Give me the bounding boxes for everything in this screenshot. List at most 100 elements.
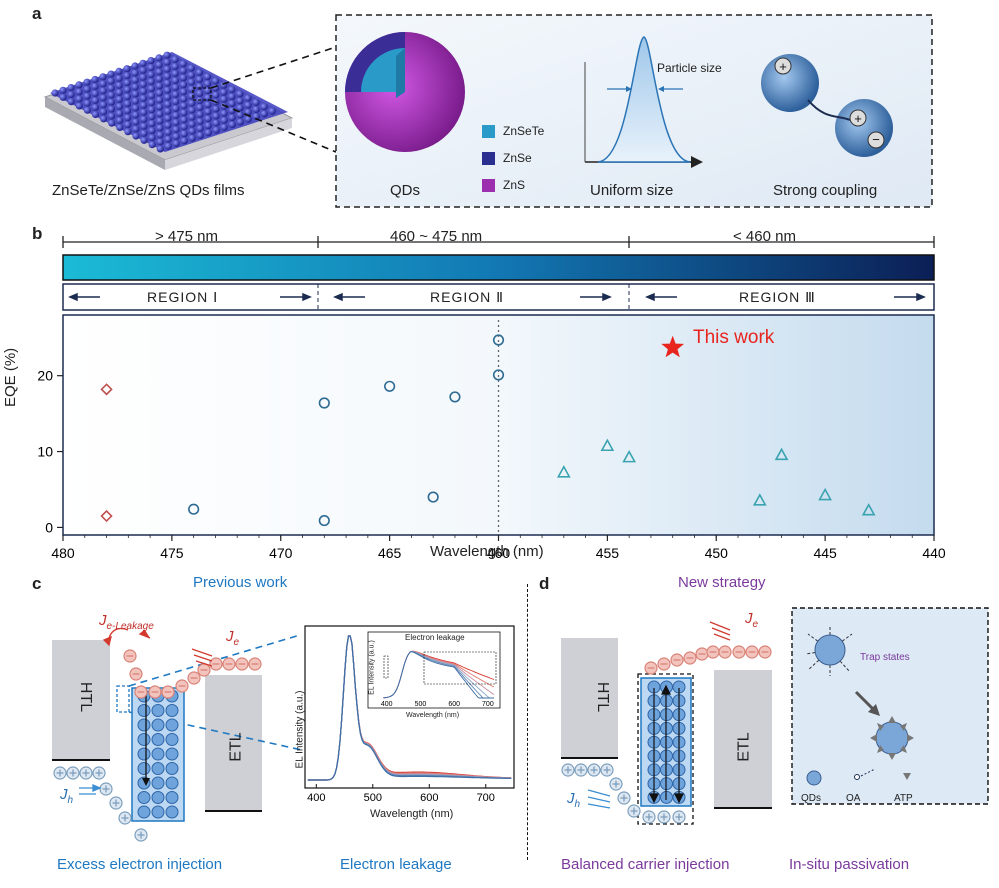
legend-label-znsete: ZnSeTe	[503, 124, 545, 138]
qd-particle	[165, 805, 179, 819]
strong-coupling-icon: + + −	[761, 54, 893, 157]
inset-x-tick-label: 400	[307, 792, 325, 804]
this-work-label: This work	[693, 327, 775, 348]
jh-label-c: Jh	[60, 786, 74, 806]
caption-in-situ-passivation: In-situ passivation	[789, 856, 910, 873]
panel-b-label: b	[32, 224, 43, 243]
qd-particle	[165, 791, 179, 804]
trap-states-label: Trap states	[860, 652, 910, 663]
panel-divider	[527, 584, 528, 860]
data-point-triangle	[752, 493, 767, 506]
je-leakage-label: Je-Leakage	[99, 612, 154, 632]
htl-layer-c	[52, 640, 110, 760]
qd-particle	[165, 718, 179, 732]
data-point-circle	[188, 503, 200, 515]
y-axis-label: EQE (%)	[2, 347, 19, 407]
legend-atp-label: ATP	[894, 793, 913, 804]
qd-particle	[151, 805, 165, 819]
legend-qd-icon	[806, 770, 822, 786]
core-shell-qd-icon	[345, 32, 465, 152]
inset-sub-curve	[383, 651, 494, 699]
x-tick-label: 460	[487, 545, 511, 561]
panel-d-label: d	[539, 574, 550, 593]
etl-label-c: ETL	[227, 732, 245, 762]
legend-oa-icon	[854, 774, 860, 780]
region-label-2: REGION Ⅱ	[430, 289, 505, 305]
inset-sub-title: Electron leakage	[405, 633, 465, 642]
jh-label-d: Jh	[567, 790, 581, 810]
panel-c-title: Previous work	[193, 574, 288, 591]
y-tick-label: 0	[45, 519, 53, 535]
caption-electron-leakage: Electron leakage	[340, 856, 452, 873]
x-tick-label: 450	[705, 545, 729, 561]
htl-label-d: HTL	[594, 681, 612, 713]
panel-a-graphic: + + −	[43, 14, 933, 208]
qd-particle	[165, 704, 179, 717]
svg-text:+: +	[854, 111, 862, 126]
inset-sub-x-tick-label: 700	[482, 701, 494, 708]
qd-particle	[137, 805, 151, 819]
panel-c-label: c	[32, 574, 42, 593]
qd-particle	[137, 704, 151, 717]
x-tick-label: 470	[269, 545, 293, 561]
qd-particle	[151, 791, 165, 804]
qd-particle	[137, 762, 151, 775]
legend-swatch-zns	[482, 179, 495, 192]
range-label-1: > 475 nm	[155, 228, 218, 245]
qd-particle	[137, 791, 151, 804]
data-point-triangle	[600, 438, 615, 452]
range-label-2: 460 ~ 475 nm	[390, 228, 483, 245]
caption-excess-electron: Excess electron injection	[57, 856, 223, 873]
je-label-d: Je	[745, 610, 759, 630]
el-spectrum-curve	[307, 635, 512, 781]
x-tick-label: 475	[160, 545, 184, 561]
x-tick-label: 455	[596, 545, 620, 561]
data-point-circle	[449, 391, 461, 403]
y-tick-label: 20	[37, 368, 53, 384]
legend-label-znse: ZnSe	[503, 151, 532, 165]
inset-sub-x-tick-label: 500	[415, 701, 427, 708]
legend-label-zns: ZnS	[503, 178, 526, 192]
qd-particle	[151, 704, 165, 717]
data-point-triangle	[861, 503, 876, 516]
x-axis-label: Wavelength (nm)	[430, 543, 544, 560]
qd-particle	[151, 733, 165, 746]
data-point-circle	[492, 334, 505, 346]
data-point-diamond	[100, 509, 113, 523]
caption-strong-coupling: Strong coupling	[773, 182, 878, 199]
range-label-3: < 460 nm	[733, 228, 796, 245]
qd-particle	[137, 718, 151, 732]
particle-size-label: Particle size	[657, 61, 722, 75]
qd-particle	[165, 733, 179, 746]
legend-qds-label: QDs	[801, 793, 821, 804]
je-label-c: Je	[226, 628, 240, 648]
inset-x-tick-label: 600	[420, 792, 438, 804]
size-distribution-plot	[584, 36, 703, 168]
data-point-circle	[318, 397, 330, 409]
qd-particle	[137, 733, 151, 746]
data-point-circle	[427, 491, 439, 503]
inset-sub-x-tick-label: 600	[448, 701, 460, 708]
svg-text:+: +	[779, 59, 787, 74]
x-tick-label: 465	[378, 545, 402, 561]
data-point-triangle	[622, 449, 637, 463]
qd-particle	[151, 718, 165, 732]
qd-particle	[165, 762, 179, 775]
etl-layer-c	[205, 675, 262, 811]
plot-marks	[100, 334, 876, 527]
legend-atp-icon	[903, 773, 911, 780]
passivated-qd-icon	[870, 716, 914, 760]
data-point-triangle	[818, 487, 832, 501]
qd-particle	[165, 747, 179, 761]
data-point-triangle	[556, 465, 571, 478]
qd-film-dots	[51, 51, 276, 153]
wavelength-color-bar	[62, 254, 935, 281]
panel-d-device	[561, 607, 989, 825]
inset-y-label: EL Intensity (a.u.)	[294, 690, 306, 769]
inset-sub-x-tick-label: 400	[381, 701, 393, 708]
region-label-1: REGION Ⅰ	[147, 289, 219, 305]
svg-text:−: −	[872, 132, 880, 147]
